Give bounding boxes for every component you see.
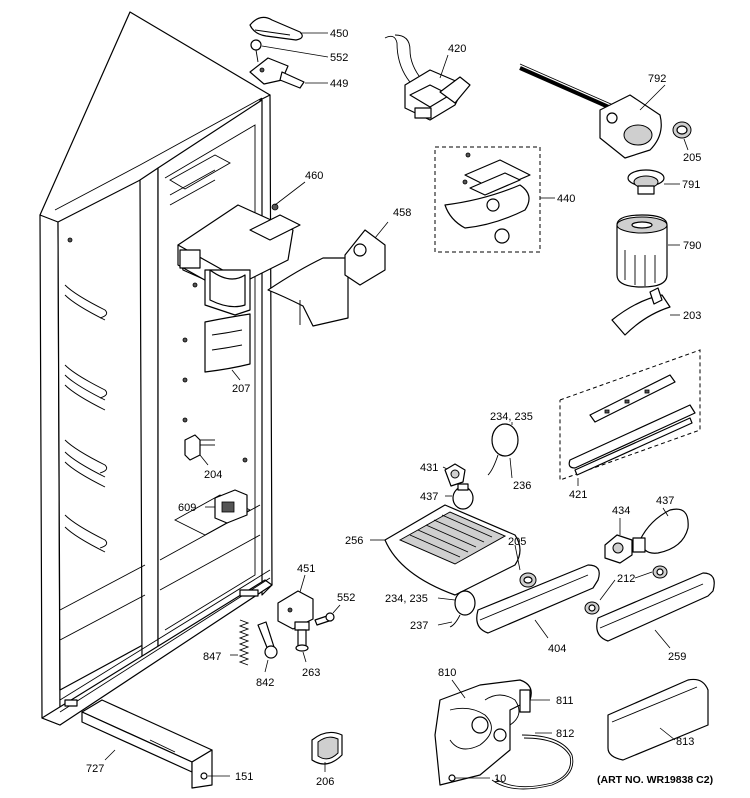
part-203: [611, 287, 680, 336]
label-791: 791: [682, 179, 700, 191]
label-609: 609: [178, 502, 196, 514]
label-450: 450: [330, 28, 348, 40]
label-842: 842: [256, 677, 274, 689]
part-151-screw: [200, 772, 230, 780]
part-460: [177, 181, 306, 316]
label-207: 207: [232, 383, 250, 395]
part-727: [81, 699, 213, 789]
label-790: 790: [683, 240, 701, 252]
label-437-lower: 437: [656, 495, 674, 507]
label-404: 404: [548, 643, 566, 655]
part-206: [311, 731, 343, 772]
label-237: 237: [410, 620, 428, 632]
part-256: [370, 504, 521, 596]
part-207: [204, 313, 251, 381]
part-205-top: [672, 121, 692, 151]
part-449: [249, 57, 305, 89]
part-810: [434, 679, 532, 786]
label-204: 204: [204, 469, 222, 481]
part-labels: 450 552 449 420 792 205 791 440 460 458 …: [86, 28, 713, 788]
label-440: 440: [557, 193, 575, 205]
part-552-screw-top: [250, 39, 262, 63]
part-212: [584, 565, 668, 615]
part-458: [267, 221, 389, 327]
part-791: [627, 169, 680, 195]
label-847: 847: [203, 651, 221, 663]
label-811: 811: [556, 695, 574, 707]
part-811: [519, 689, 550, 713]
label-727: 727: [86, 763, 104, 775]
part-842: [257, 621, 278, 673]
label-420: 420: [448, 43, 466, 55]
label-203: 203: [683, 310, 701, 322]
label-437-upper: 437: [420, 491, 438, 503]
label-10: 10: [494, 773, 506, 785]
part-234-235-lower: [437, 590, 476, 628]
part-205-lower: [514, 544, 537, 588]
part-437-upper-bulb: [445, 483, 474, 510]
part-421-group: [559, 349, 701, 486]
part-234-235-upper: [487, 422, 519, 479]
label-460: 460: [305, 170, 323, 182]
part-440-group: [434, 146, 555, 253]
part-792: [519, 63, 662, 159]
part-813: [607, 678, 709, 761]
part-437-lower-bulb: [632, 507, 689, 554]
label-449: 449: [330, 78, 348, 90]
part-10-screw: [448, 774, 490, 782]
part-812: [491, 732, 574, 790]
part-259: [596, 572, 715, 649]
label-813: 813: [676, 736, 694, 748]
label-205-top: 205: [683, 152, 701, 164]
label-458: 458: [393, 207, 411, 219]
label-236: 236: [513, 480, 531, 492]
label-812: 812: [556, 728, 574, 740]
label-259: 259: [668, 651, 686, 663]
label-212: 212: [617, 573, 635, 585]
label-810: 810: [438, 667, 456, 679]
part-431: [442, 463, 466, 487]
label-552-top: 552: [330, 52, 348, 64]
part-450: [249, 16, 303, 41]
part-434: [604, 518, 633, 564]
art-number: (ART NO. WR19838 C2): [597, 774, 713, 786]
label-256: 256: [345, 535, 363, 547]
label-234-235-upper: 234, 235: [490, 411, 533, 423]
part-451: [277, 574, 314, 630]
part-847: [230, 619, 250, 666]
refrigerator-cabinet: [39, 11, 273, 726]
label-151: 151: [235, 771, 253, 783]
label-421: 421: [569, 489, 587, 501]
label-434: 434: [612, 505, 630, 517]
label-792: 792: [648, 73, 666, 85]
part-404: [476, 564, 600, 639]
label-263: 263: [302, 667, 320, 679]
part-204: [184, 434, 215, 466]
part-263: [294, 621, 310, 663]
part-609: [205, 489, 248, 524]
label-451: 451: [297, 563, 315, 575]
label-431: 431: [420, 462, 438, 474]
label-552-lower: 552: [337, 592, 355, 604]
part-552-screw-lower: [314, 604, 341, 626]
part-420: [384, 34, 471, 121]
part-790: [616, 214, 680, 288]
label-206: 206: [316, 776, 334, 788]
label-205-lower: 205: [508, 536, 526, 548]
label-234-235-lower: 234, 235: [385, 593, 428, 605]
